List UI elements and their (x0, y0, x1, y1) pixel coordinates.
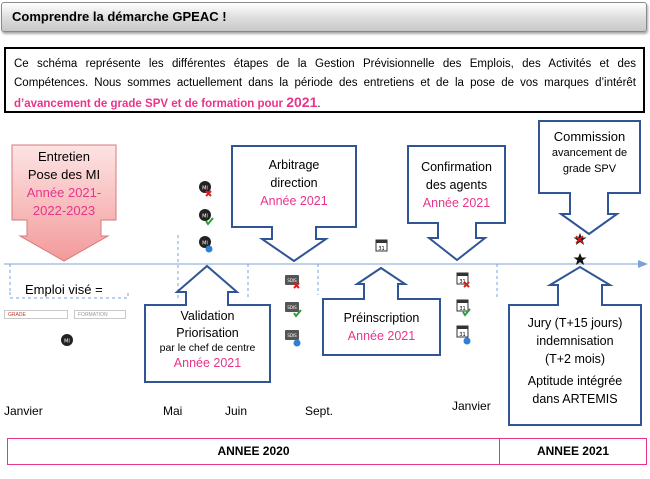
entretien-text: Entretien Pose des MI Année 2021- 2022-2… (12, 148, 116, 220)
entretien-line1: Entretien (37, 149, 91, 164)
formation-select[interactable]: FORMATION (74, 310, 126, 319)
preinscription-line1: Préinscription (343, 311, 420, 325)
timeline-line (4, 260, 648, 268)
arbitrage-line2: direction (270, 176, 318, 190)
grade-select[interactable]: GRADE (4, 310, 68, 319)
calendar-icon-check: 31 (456, 299, 471, 317)
svg-text:SDIS: SDIS (287, 278, 297, 283)
svg-text:MI: MI (202, 241, 208, 247)
year-band-2020: ANNEE 2020 (7, 438, 500, 465)
svg-text:MI: MI (202, 214, 208, 220)
year-band-2021: ANNEE 2021 (499, 438, 647, 465)
validation-text: Validation Priorisation par le chef de c… (145, 308, 270, 372)
month-janvier-2021: Janvier (452, 399, 491, 413)
commission-line2: avancement de (551, 147, 628, 159)
intro-year: 2021 (286, 94, 318, 110)
star-icon-cross (573, 233, 587, 245)
year-2020-label: ANNEE 2020 (217, 444, 290, 458)
calendar-icon: 31 (375, 239, 388, 252)
calendar-icon-question: 31 (456, 325, 471, 345)
entretien-year2: 2022-2023 (32, 203, 96, 218)
intro-end: . (317, 98, 321, 110)
mi-icon-check: MI (199, 209, 214, 226)
svg-text:31: 31 (459, 279, 465, 285)
svg-text:31: 31 (459, 332, 465, 338)
sdis-icon-cross: SDIS (285, 275, 300, 289)
jury-line2: indemnisation (536, 334, 614, 348)
validation-year: Année 2021 (173, 356, 242, 370)
emploi-label: Emploi visé = (25, 282, 103, 297)
mi-icon-cross: MI (199, 181, 212, 197)
commission-line3: grade SPV (562, 163, 617, 175)
preinscription-year: Année 2021 (347, 329, 416, 343)
confirmation-year: Année 2021 (422, 196, 491, 210)
month-sept: Sept. (305, 404, 334, 418)
arbitrage-callout (231, 145, 357, 263)
commission-text: Commission avancement de grade SPV (539, 129, 640, 177)
validation-line3: par le chef de centre (159, 342, 256, 354)
confirmation-text: Confirmation des agents Année 2021 (408, 158, 505, 212)
entretien-line2: Pose des MI (27, 167, 101, 182)
entretien-year1: Année 2021- (26, 185, 102, 200)
svg-text:SDIS: SDIS (287, 305, 297, 310)
page-title: Comprendre la démarche GPEAC ! (12, 9, 227, 24)
arbitrage-line1: Arbitrage (268, 158, 320, 172)
timeline-ticks (9, 235, 498, 300)
preinscription-text: Préinscription Année 2021 (323, 309, 440, 345)
formation-select-label: FORMATION (78, 312, 108, 318)
month-mai: Mai (163, 404, 183, 418)
star-icon (573, 253, 587, 265)
validation-callout (144, 264, 271, 383)
validation-line2: Priorisation (176, 326, 239, 340)
jury-callout (508, 265, 642, 426)
intro-text: Ce schéma représente les différentes éta… (14, 58, 636, 89)
emploi-bracket (9, 292, 129, 299)
arbitrage-text: Arbitrage direction Année 2021 (232, 156, 356, 210)
svg-text:31: 31 (378, 246, 384, 252)
validation-line1: Validation (180, 309, 235, 323)
confirmation-callout (407, 145, 506, 262)
jury-line4: Aptitude intégrée (527, 374, 623, 388)
svg-text:MI: MI (202, 186, 208, 192)
mi-icon: MI (61, 334, 73, 346)
commission-callout (538, 120, 641, 236)
grade-select-label: GRADE (8, 312, 26, 318)
month-janvier: Janvier (4, 404, 43, 418)
intro-box: Ce schéma représente les différentes éta… (4, 47, 645, 113)
jury-line1: Jury (T+15 jours) (527, 316, 623, 330)
mi-icon-question: MI (199, 236, 213, 253)
entretien-callout (11, 144, 117, 262)
arbitrage-year: Année 2021 (260, 194, 328, 208)
year-2021-label: ANNEE 2021 (536, 444, 610, 458)
svg-text:SDIS: SDIS (287, 333, 297, 338)
confirmation-line2: des agents (425, 178, 488, 192)
month-juin: Juin (225, 404, 248, 418)
sdis-icon-check: SDIS (285, 302, 302, 318)
intro-highlight: d’avancement de grade SPV et de formatio… (14, 98, 287, 110)
confirmation-line1: Confirmation (421, 160, 492, 174)
commission-line1: Commission (553, 129, 626, 144)
jury-line3: (T+2 mois) (544, 352, 606, 366)
svg-text:MI: MI (64, 339, 70, 345)
sdis-icon-question: SDIS (285, 330, 301, 347)
jury-line5: dans ARTEMIS (532, 392, 618, 406)
preinscription-callout (322, 266, 441, 356)
calendar-icon-cross: 31 (456, 272, 470, 288)
jury-text: Jury (T+15 jours) indemnisation (T+2 moi… (509, 314, 641, 408)
svg-text:31: 31 (459, 306, 465, 312)
title-bar: Comprendre la démarche GPEAC ! (1, 2, 647, 32)
